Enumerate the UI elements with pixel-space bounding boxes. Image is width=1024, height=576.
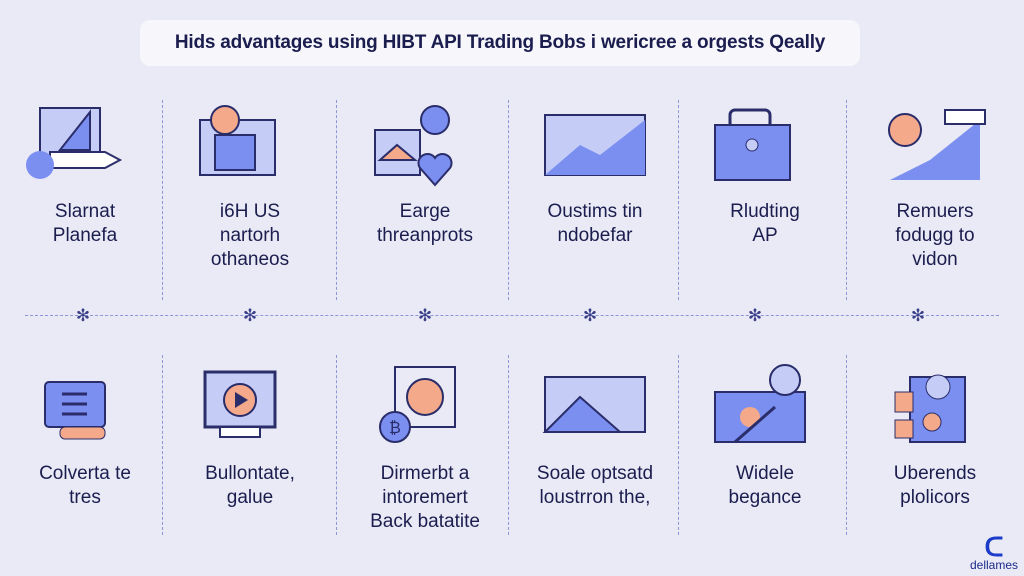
feature-label-line: intoremert bbox=[382, 487, 468, 508]
divider bbox=[25, 315, 999, 316]
sparkle-icon: ✻ bbox=[75, 306, 91, 325]
feature-label-line: Bullontate, bbox=[205, 463, 295, 484]
feature-card: Widele begance bbox=[680, 362, 850, 510]
feature-label-line: Colverta te bbox=[39, 463, 131, 484]
divider bbox=[162, 355, 163, 535]
feature-label-line: Soale optsatd bbox=[536, 463, 654, 484]
growth-chart-icon bbox=[544, 114, 646, 176]
divider bbox=[678, 355, 679, 535]
feature-label: Uberends plolicors bbox=[850, 462, 1020, 510]
feature-label-line: Remuers bbox=[896, 201, 974, 222]
feature-label-line: loustrron the, bbox=[539, 487, 651, 508]
feature-label-line: i6H US bbox=[219, 201, 281, 222]
divider bbox=[336, 355, 337, 535]
divider bbox=[162, 100, 163, 300]
feature-label-line: Slarnat bbox=[54, 201, 116, 222]
pen-avatar-icon bbox=[714, 364, 806, 444]
feature-card: Earge threanprots bbox=[340, 100, 510, 248]
divider bbox=[846, 355, 847, 535]
feature-label: Oustims tin ndobefar bbox=[510, 200, 680, 248]
feature-label-line: ndobefar bbox=[557, 225, 633, 246]
divider bbox=[508, 355, 509, 535]
svg-text:₿: ₿ bbox=[389, 419, 401, 437]
briefcase-icon bbox=[714, 108, 791, 181]
feature-label-line: begance bbox=[728, 487, 802, 508]
mountain-image-icon bbox=[542, 376, 646, 433]
feature-label-line: Planefa bbox=[52, 225, 118, 246]
feature-card: Bullontate, galue bbox=[165, 362, 335, 510]
feature-label-line: othaneos bbox=[210, 249, 290, 270]
feature-card: i6H US nartorh othaneos bbox=[165, 100, 335, 272]
sparkle-icon: ✻ bbox=[417, 306, 433, 325]
divider bbox=[508, 100, 509, 300]
feature-label-line: Rludting bbox=[730, 201, 800, 222]
feature-label-line: threanprots bbox=[376, 225, 474, 246]
sparkle-icon: ✻ bbox=[582, 306, 598, 325]
feature-label-line: Oustims tin bbox=[547, 201, 643, 222]
feature-label-line: galue bbox=[226, 487, 274, 508]
feature-label: Soale optsatd loustrron the, bbox=[510, 462, 680, 510]
divider bbox=[678, 100, 679, 300]
feature-label-line: Uberends bbox=[893, 463, 977, 484]
feature-label-line: plolicors bbox=[900, 487, 970, 508]
brand-logo: ᑕ dellames bbox=[969, 532, 1018, 572]
feature-label: i6H US nartorh othaneos bbox=[165, 200, 335, 272]
divider bbox=[336, 100, 337, 300]
feature-label-line: tres bbox=[69, 487, 101, 508]
feature-label-line: vidon bbox=[912, 249, 958, 270]
feature-label: Colverta te tres bbox=[0, 462, 170, 510]
feature-label-line: Dirmerbt a bbox=[380, 463, 470, 484]
house-dollar-icon bbox=[374, 105, 453, 187]
feature-label: Remuers fodugg to vidon bbox=[850, 200, 1020, 272]
feature-label: Widele begance bbox=[680, 462, 850, 510]
feature-label-line: Earge bbox=[399, 201, 451, 222]
feature-card: Remuers fodugg to vidon bbox=[850, 100, 1020, 272]
feature-card: Oustims tin ndobefar bbox=[510, 100, 680, 248]
feature-label-line: nartorh bbox=[219, 225, 281, 246]
feature-card: Soale optsatd loustrron the, bbox=[510, 362, 680, 510]
bitcoin-search-icon: ₿ bbox=[379, 366, 456, 443]
sparkle-icon: ✻ bbox=[747, 306, 763, 325]
person-chart-icon bbox=[888, 109, 986, 180]
page-title: Hids advantages using HIBT API Trading B… bbox=[140, 20, 860, 66]
feature-label-line: fodugg to bbox=[895, 225, 975, 246]
document-hand-icon bbox=[44, 381, 106, 440]
feature-label-line: AP bbox=[752, 225, 778, 246]
monitor-coin-icon bbox=[199, 105, 276, 176]
sparkle-icon: ✻ bbox=[242, 306, 258, 325]
rocket-chart-icon bbox=[26, 107, 123, 179]
feature-label: Earge threanprots bbox=[340, 200, 510, 248]
feature-card: Uberends plolicors bbox=[850, 362, 1020, 510]
office-worker-icon bbox=[894, 374, 966, 443]
divider bbox=[846, 100, 847, 300]
video-play-icon bbox=[203, 370, 277, 438]
feature-card: Colverta te tres bbox=[0, 362, 170, 510]
feature-label-line: Back batatite bbox=[370, 511, 480, 532]
feature-label-line: Widele bbox=[735, 463, 795, 484]
sparkle-icon: ✻ bbox=[910, 306, 926, 325]
feature-label: Bullontate, galue bbox=[165, 462, 335, 510]
